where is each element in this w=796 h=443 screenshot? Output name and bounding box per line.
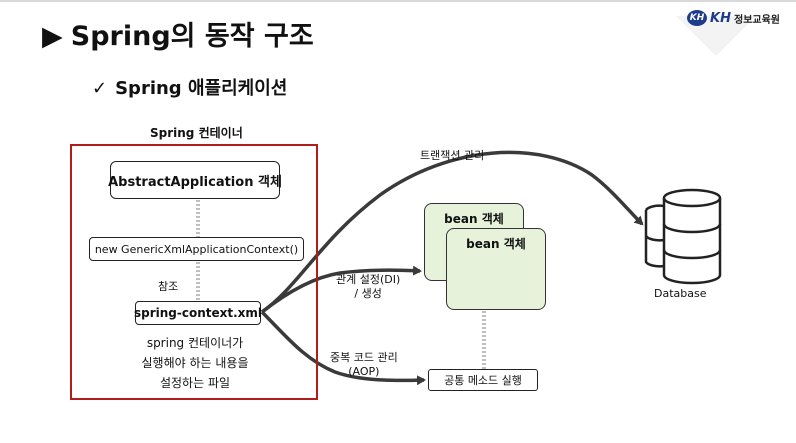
relation-label-line: / 생성 — [354, 287, 382, 300]
kh-logo-text: KH — [710, 10, 731, 26]
kh-logo: KH KH 정보교육원 — [687, 10, 780, 26]
abstract-application-box: AbstractApplication 객체 — [108, 161, 282, 199]
spring-container-box — [70, 144, 318, 400]
reference-label: 참조 — [158, 280, 179, 293]
section-subtitle: ✓ Spring 애플리케이션 — [92, 74, 287, 100]
section-subtitle-text: Spring 애플리케이션 — [115, 78, 288, 99]
relation-arrow — [260, 265, 422, 314]
page-title-text: Spring의 동작 구조 — [70, 21, 314, 52]
kh-logo-org: 정보교육원 — [734, 14, 780, 26]
config-description-line: spring 컨테이너가 — [146, 336, 244, 350]
play-icon: ▶ — [42, 21, 63, 52]
config-description-line: 설정하는 파일 — [159, 376, 231, 390]
config-description: spring 컨테이너가 실행해야 하는 내용을 설정하는 파일 — [120, 333, 270, 393]
config-file-box: spring-context.xml — [134, 301, 262, 325]
aop-label-line: 중복 코드 관리 — [330, 351, 398, 364]
check-icon: ✓ — [92, 78, 108, 99]
aop-label: 중복 코드 관리 (AOP) — [330, 351, 398, 379]
database-icon — [644, 188, 722, 285]
aop-arrow — [260, 310, 426, 386]
container-label: Spring 컨테이너 — [150, 126, 243, 140]
database-label: Database — [654, 287, 707, 300]
new-context-box: new GenericXmlApplicationContext() — [89, 237, 304, 261]
aop-label-line: (AOP) — [348, 365, 380, 378]
page-title: ▶Spring의 동작 구조 — [42, 14, 314, 53]
bean-object-front: bean 객체 — [446, 228, 546, 310]
relation-label-line: 관계 설정(DI) — [336, 273, 401, 286]
transaction-arrow — [260, 150, 644, 314]
common-method-box: 공통 메소드 실행 — [428, 369, 538, 391]
kh-logo-icon: KH — [687, 10, 708, 26]
relation-label: 관계 설정(DI) / 생성 — [336, 273, 400, 301]
top-divider — [0, 0, 796, 2]
transaction-label: 트랜잭션 관리 — [420, 149, 485, 162]
config-description-line: 실행해야 하는 내용을 — [141, 356, 249, 370]
